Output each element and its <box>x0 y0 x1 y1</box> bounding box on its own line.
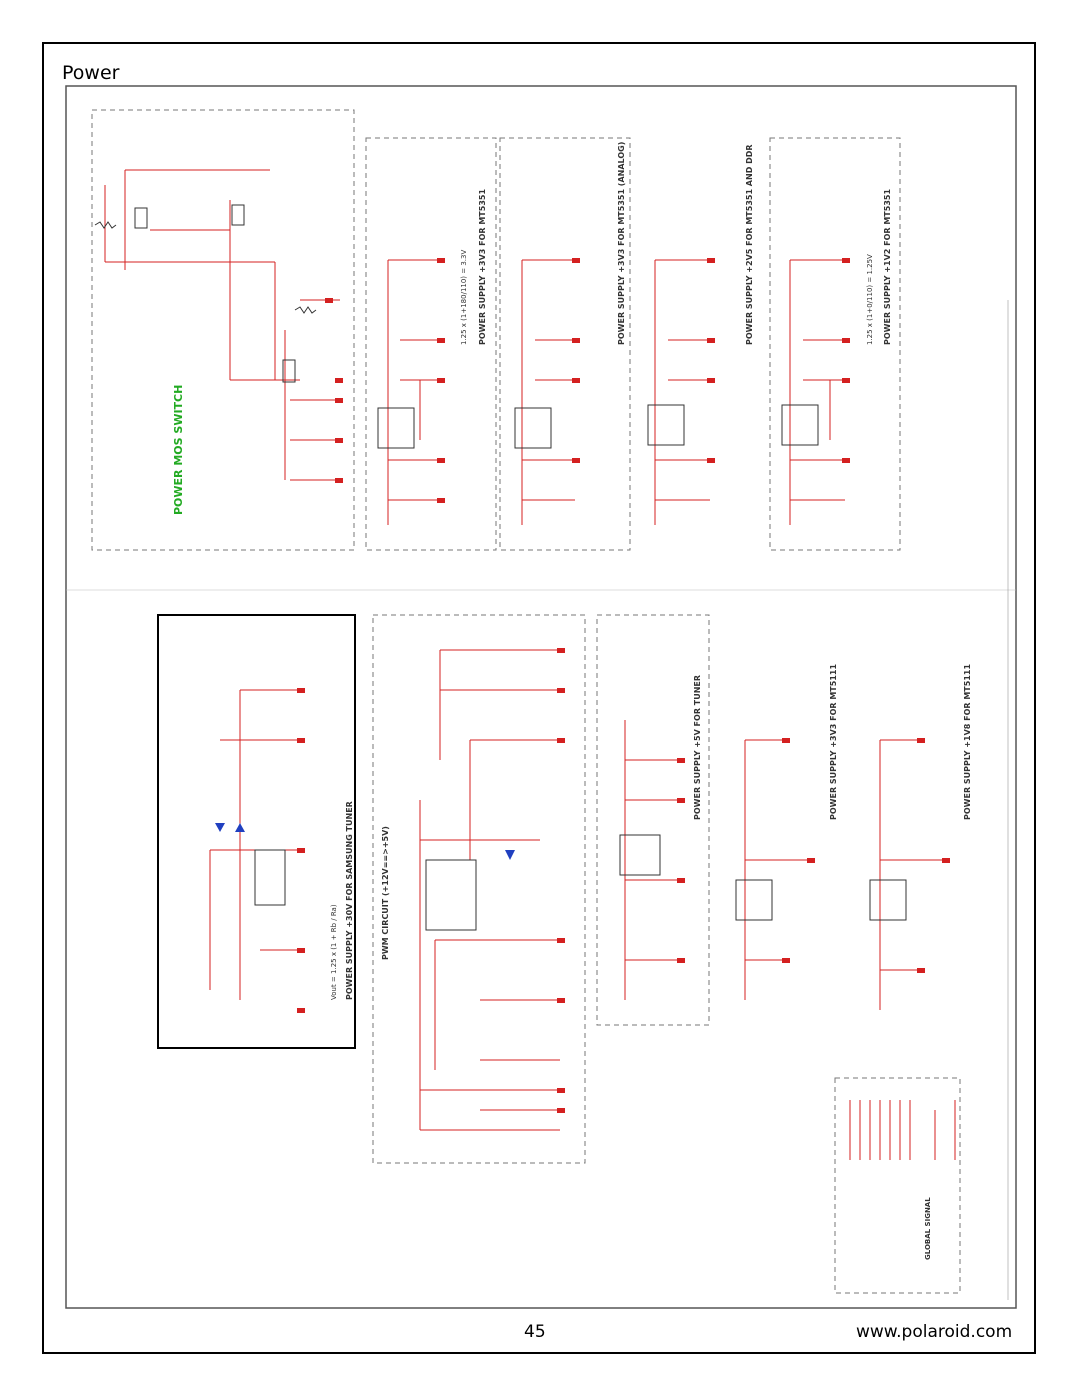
psu-3v3-analog-title: POWER SUPPLY +3V3 FOR MT5351 (ANALOG) <box>617 142 626 345</box>
page-number: 45 <box>524 1322 546 1342</box>
pwm-title: PWM CIRCUIT (+12V==>+5V) <box>381 826 390 960</box>
psu-3v3-title: POWER SUPPLY +3V3 FOR MT5351 <box>478 189 487 345</box>
psu-30v-block: POWER SUPPLY +30V FOR SAMSUNG TUNER Vout… <box>157 614 356 1049</box>
website-url: www.polaroid.com <box>856 1322 1013 1342</box>
mos-switch-block: POWER MOS SWITCH <box>91 109 355 551</box>
psu-5v-tuner-title: POWER SUPPLY +5V FOR TUNER <box>693 675 702 820</box>
page-title: Power <box>62 62 120 84</box>
psu-3v3-mt5111-title: POWER SUPPLY +3V3 FOR MT5111 <box>829 664 838 820</box>
psu-1v2-formula: 1.25 x (1+0/110) = 1.25V <box>866 254 874 345</box>
psu-3v3-mt5111-block: POWER SUPPLY +3V3 FOR MT5111 <box>735 664 838 1000</box>
schematic-frame <box>65 85 1017 1309</box>
psu-5v-tuner-block: POWER SUPPLY +5V FOR TUNER <box>596 614 710 1026</box>
psu-3v3-formula: 1.25 x (1+180/110) = 3.3V <box>460 250 468 345</box>
psu-1v2-block: POWER SUPPLY +1V2 FOR MT5351 1.25 x (1+0… <box>769 137 901 551</box>
mos-switch-title: POWER MOS SWITCH <box>172 385 185 515</box>
global-signal-block: GLOBAL SIGNAL <box>834 1077 961 1294</box>
psu-1v8-mt5111-title: POWER SUPPLY +1V8 FOR MT5111 <box>963 664 972 820</box>
psu-30v-formula: Vout = 1.25 x (1 + Rb / Ra) <box>330 904 338 1000</box>
psu-30v-title: POWER SUPPLY +30V FOR SAMSUNG TUNER <box>345 801 354 1000</box>
psu-3v3-analog-block: POWER SUPPLY +3V3 FOR MT5351 (ANALOG) <box>499 137 631 551</box>
psu-1v2-title: POWER SUPPLY +1V2 FOR MT5351 <box>883 189 892 345</box>
psu-1v8-mt5111-block: POWER SUPPLY +1V8 FOR MT5111 <box>869 664 972 1010</box>
global-signal-title: GLOBAL SIGNAL <box>924 1197 932 1260</box>
psu-2v5-title: POWER SUPPLY +2V5 FOR MT5351 AND DDR <box>745 144 754 345</box>
page-frame <box>42 42 1036 1354</box>
psu-3v3-block: POWER SUPPLY +3V3 FOR MT5351 1.25 x (1+1… <box>365 137 497 551</box>
pwm-block: PWM CIRCUIT (+12V==>+5V) <box>372 614 586 1164</box>
psu-2v5-block: POWER SUPPLY +2V5 FOR MT5351 AND DDR <box>647 144 754 525</box>
